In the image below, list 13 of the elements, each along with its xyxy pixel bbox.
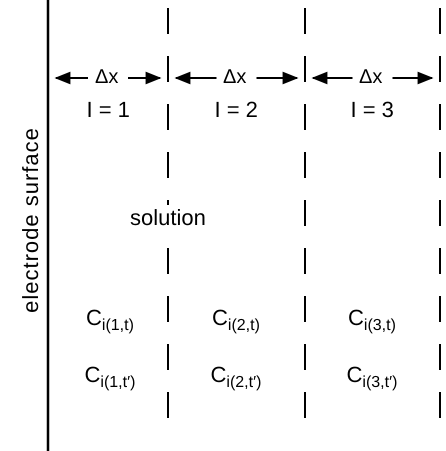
concentration-label: C$_{i(3,t′)}$ xyxy=(346,362,398,388)
concentration-label: C$_{i(1,t)}$ xyxy=(86,305,134,331)
concentration-label: C$_{i(2,t′)}$ xyxy=(210,362,262,388)
box-index-label: I = 2 xyxy=(214,97,258,123)
concentration-label: C$_{i(3,t)}$ xyxy=(348,305,396,331)
axis-label: electrode surface xyxy=(17,127,44,313)
dimension-label: Δx xyxy=(223,65,246,90)
box-index-label: I = 1 xyxy=(86,97,130,123)
dimension-label: Δx xyxy=(95,65,118,90)
box-index-label: I = 3 xyxy=(350,97,394,123)
concentration-label: C$_{i(1,t′)}$ xyxy=(84,362,136,388)
dimension-label: Δx xyxy=(359,65,382,90)
concentration-label: C$_{i(2,t)}$ xyxy=(212,305,260,331)
